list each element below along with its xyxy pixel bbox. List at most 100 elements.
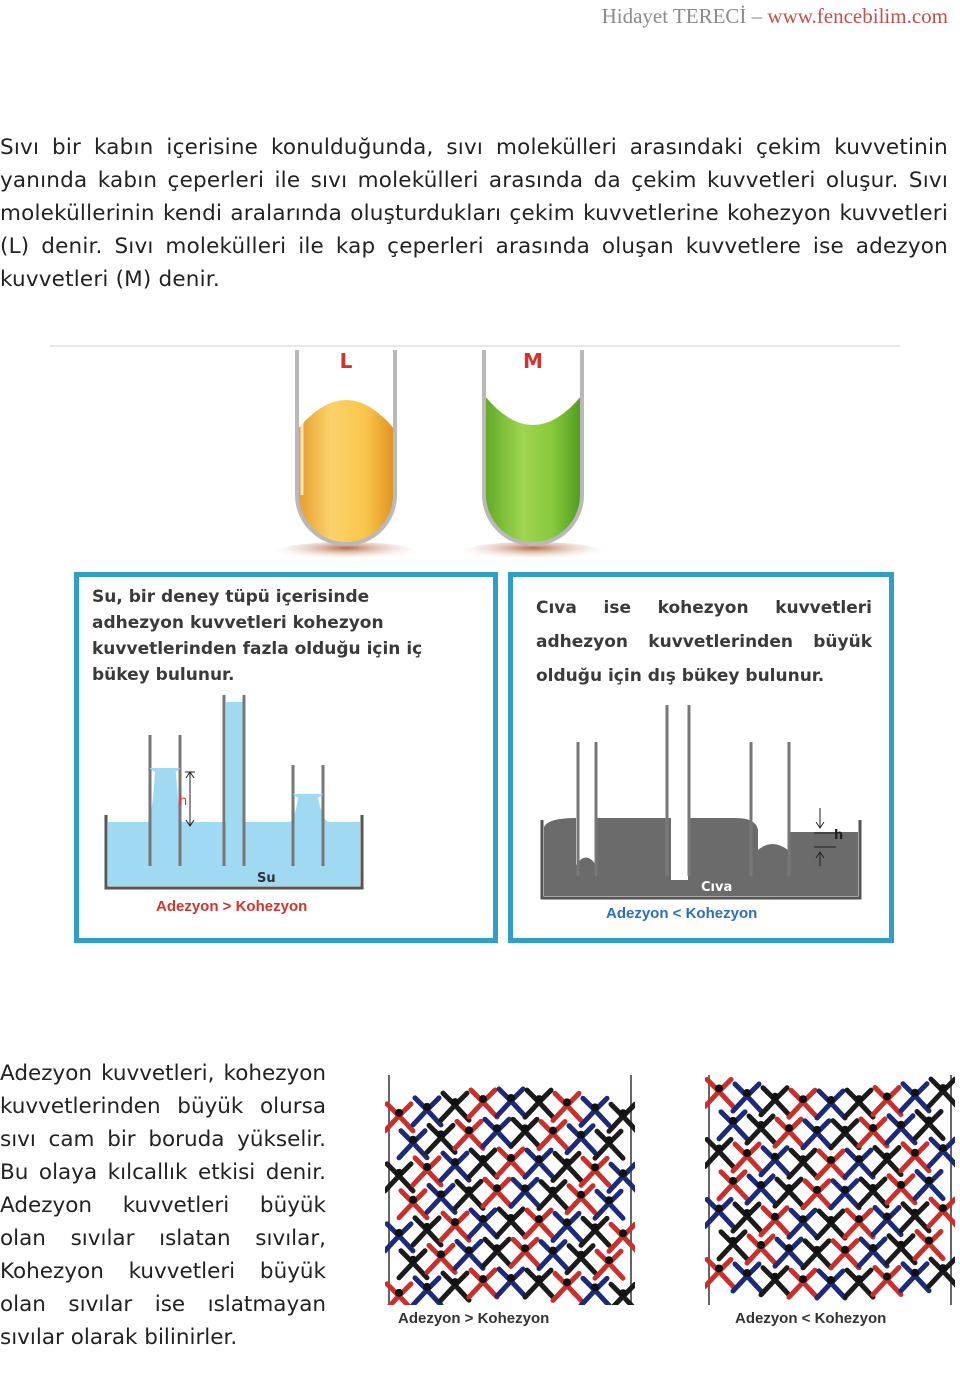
lattice-figure-head: [785, 1184, 793, 1193]
lattice-figure: [800, 1238, 834, 1271]
lattice-figure-head: [619, 1169, 627, 1178]
lattice-figure: [716, 1229, 750, 1262]
tube-m: [482, 350, 584, 546]
lattice-figure: [452, 1118, 486, 1151]
lattice-figure: [522, 1087, 556, 1120]
lattice-figure: [424, 1242, 458, 1275]
lattice-figure: [758, 1265, 792, 1298]
lattice-figure: [744, 1113, 778, 1146]
lattice-figure: [828, 1178, 862, 1211]
lattice-figure-head: [771, 1212, 779, 1221]
lattice-figure-head: [813, 1125, 821, 1134]
lattice-figure: [730, 1201, 764, 1234]
lattice-figure-head: [577, 1190, 585, 1199]
lattice-figure: [786, 1267, 820, 1300]
lattice-figure-head: [577, 1250, 585, 1259]
tube-l-label: L: [340, 349, 353, 373]
lattice-figure-head: [395, 1228, 403, 1237]
lattice-figure-head: [911, 1088, 919, 1097]
lattice-figure-head: [563, 1158, 571, 1167]
lattice-figure-head: [939, 1084, 947, 1093]
lattice-figure-head: [925, 1236, 933, 1245]
panel-mercury: [508, 572, 894, 943]
lattice-figure: [898, 1201, 932, 1234]
lattice-figure: [550, 1270, 584, 1303]
lattice-figure: [466, 1147, 500, 1180]
lattice-figure: [842, 1207, 876, 1240]
lattice-figure-head: [799, 1095, 807, 1104]
lattice-figure: [564, 1123, 598, 1156]
lattice-figure: [912, 1108, 946, 1141]
lattice-figure-head: [827, 1155, 835, 1164]
lattice-figure-head: [409, 1135, 417, 1144]
lattice-figure-head: [799, 1155, 807, 1164]
lattice-figure: [828, 1118, 862, 1151]
lattice-figure: [410, 1155, 444, 1188]
lattice-figure: [786, 1147, 820, 1180]
lattice-figure: [494, 1206, 528, 1239]
lattice-figure-head: [563, 1098, 571, 1107]
lattice-figure-head: [451, 1278, 459, 1287]
lattice-figure: [592, 1128, 626, 1161]
lattice-figure: [508, 1236, 542, 1269]
lattice-figure: [758, 1205, 792, 1238]
lattice-figure-head: [423, 1282, 431, 1291]
panel-water-caption: Su, bir deney tüpü içerisinde adhezyon k…: [92, 587, 423, 685]
header-site-link[interactable]: www.fencebilim.com: [767, 4, 948, 28]
tube-m-label: M: [523, 349, 543, 373]
lattice-figure: [424, 1122, 458, 1155]
lattice-figure: [578, 1215, 612, 1248]
lattice-figure-head: [771, 1152, 779, 1161]
lattice-figure: [452, 1238, 486, 1271]
lattice-figure: [758, 1145, 792, 1178]
lattice-figure: [912, 1168, 946, 1201]
lattice-figure-head: [437, 1130, 445, 1139]
lattice-figure: [730, 1261, 764, 1294]
lattice-figure-head: [869, 1124, 877, 1133]
lattice-figure: [466, 1087, 500, 1120]
lattice-figure: [828, 1238, 862, 1271]
lattice-figure-head: [771, 1272, 779, 1281]
panel-water-relation: Adezyon > Kohezyon: [156, 898, 308, 915]
lattice-figure-head: [883, 1212, 891, 1221]
lattice-figure-head: [799, 1275, 807, 1284]
lattice-figure-head: [437, 1250, 445, 1259]
lattice-figure-head: [855, 1215, 863, 1224]
lattice-figure: [842, 1087, 876, 1120]
lattice-figure: [884, 1173, 918, 1206]
lattice-figure-head: [507, 1274, 515, 1283]
lattice-figure-head: [883, 1152, 891, 1161]
water-h-label: h: [179, 794, 187, 809]
lattice-figure: [410, 1275, 444, 1305]
lattice-figure-head: [729, 1116, 737, 1125]
water-diagram: h Su: [104, 695, 364, 890]
panel-water: [74, 572, 498, 943]
lattice-figure-head: [897, 1240, 905, 1249]
lattice-figure-head: [813, 1245, 821, 1254]
lattice-figure-head: [715, 1204, 723, 1213]
lattice-figure-head: [535, 1095, 543, 1104]
lattice-figure-head: [619, 1289, 627, 1298]
lattice-figure: [536, 1119, 570, 1152]
lattice-figure-head: [855, 1095, 863, 1104]
tubes-figure: L M: [50, 345, 900, 562]
lattice-figure-head: [827, 1215, 835, 1224]
lattice-figure-head: [479, 1095, 487, 1104]
lattice-figure: [842, 1267, 876, 1300]
lattice-figure: [898, 1261, 932, 1294]
lattice-figure: [856, 1116, 890, 1149]
lattice-figure-head: [507, 1094, 515, 1103]
lattice-figure: [884, 1113, 918, 1146]
lattice-figure-head: [897, 1120, 905, 1129]
lattice-figure: [744, 1233, 778, 1266]
lattice-figure-head: [451, 1218, 459, 1227]
lattice-figure-head: [925, 1116, 933, 1125]
lattice-figure-head: [591, 1223, 599, 1232]
lattice-figure: [592, 1248, 626, 1281]
lattice-figure: [800, 1118, 834, 1151]
lattice-figure-head: [785, 1244, 793, 1253]
lattice-figure: [494, 1146, 528, 1179]
lattice-figure: [396, 1128, 430, 1161]
lattice-figure: [578, 1095, 612, 1128]
lattice-figure-head: [521, 1184, 529, 1193]
